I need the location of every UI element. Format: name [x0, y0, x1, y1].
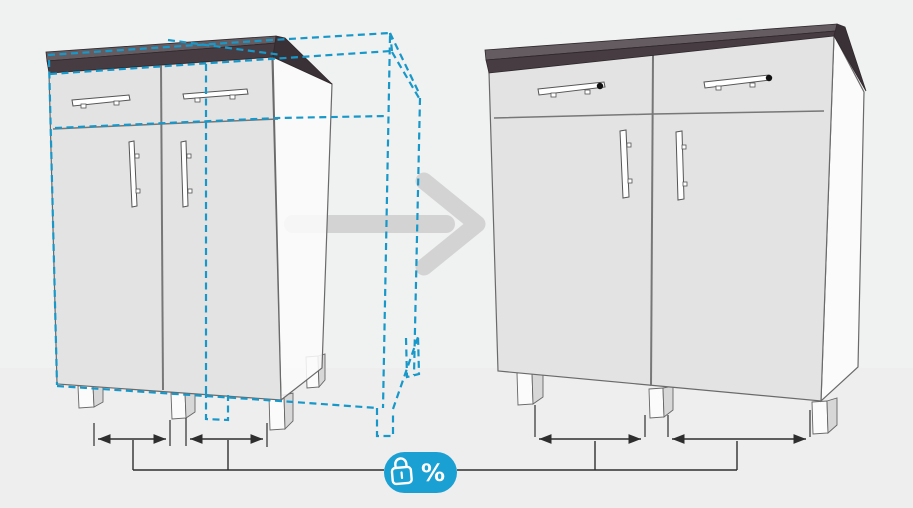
lock-icon	[390, 457, 413, 486]
cabinet-after-countertop	[484, 23, 867, 92]
proportion-lock-badge: %	[384, 452, 457, 493]
drawer-knob	[596, 82, 604, 90]
cabinet-before-door-handles	[128, 140, 193, 208]
cabinet-after-drawer-line	[493, 110, 825, 119]
resize-target-outline	[47, 31, 422, 438]
cabinet-before	[45, 35, 333, 431]
cabinet-after	[484, 23, 867, 435]
cabinet-after-door-handles	[619, 129, 688, 201]
cabinet-before-countertop	[45, 35, 333, 85]
cabinet-after-door-divider	[650, 54, 654, 387]
cabinet-after-drawer-handles	[537, 74, 773, 98]
drawer-knob	[765, 74, 773, 82]
dimension-lines	[93, 405, 811, 471]
cabinet-before-legs	[77, 353, 326, 431]
cabinet-before-drawer-handles	[71, 88, 249, 109]
cabinet-before-side-panel	[272, 56, 333, 402]
cabinet-before-front	[48, 56, 282, 401]
cabinet-before-door-divider	[160, 63, 164, 391]
percent-label: %	[421, 459, 445, 487]
